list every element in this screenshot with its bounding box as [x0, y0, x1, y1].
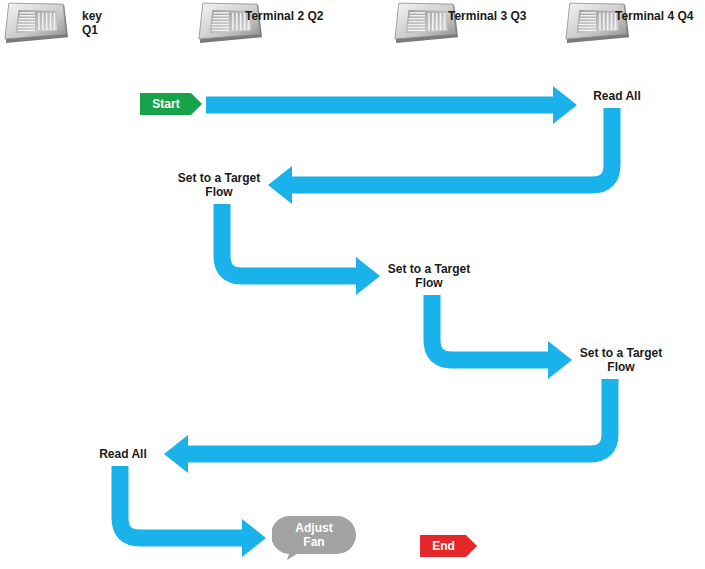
- flow-arrow: [432, 295, 572, 379]
- node-text: Set to a Target Flow: [176, 171, 262, 199]
- node-text: Read All: [582, 89, 652, 103]
- node-outline-path: [140, 93, 202, 115]
- diffuser-icon: [5, 3, 68, 43]
- step-text: Set to a Target Flow: [176, 171, 262, 199]
- node-text: key Q1: [82, 9, 114, 37]
- start-arrow: Start: [140, 93, 202, 115]
- fan-bubble: Adjust Fan: [272, 516, 356, 560]
- terminal-label: Terminal 4 Q4: [615, 9, 697, 23]
- end-arrow: End: [420, 535, 477, 557]
- arrow-head: [268, 166, 292, 204]
- terminal-label: key Q1: [82, 9, 114, 37]
- terminal-label: Terminal 3 Q3: [448, 9, 530, 23]
- flow-arrow-line: [290, 108, 612, 185]
- flow-arrow-line: [186, 379, 610, 454]
- node-outline-path: [420, 535, 477, 557]
- flow-arrow: [268, 108, 612, 204]
- step-text: Read All: [582, 89, 652, 103]
- flow-arrow-line: [120, 466, 244, 538]
- node-text: Adjust Fan: [291, 521, 337, 549]
- node-text: Set to a Target Flow: [578, 346, 664, 374]
- flow-arrow-line: [206, 97, 555, 114]
- flow-arrow: [222, 204, 380, 295]
- step-text: Set to a Target Flow: [386, 262, 472, 290]
- node-text: Terminal 4 Q4: [615, 9, 697, 23]
- flow-arrow: [206, 86, 577, 124]
- node-text: Start: [152, 97, 179, 111]
- flow-arrow: [164, 379, 610, 473]
- arrow-head: [356, 257, 380, 295]
- step-text: Set to a Target Flow: [578, 346, 664, 374]
- arrow-head: [242, 519, 266, 557]
- node-outline-path: [272, 516, 356, 560]
- flow-arrow-line: [432, 295, 550, 360]
- terminal-label: Terminal 2 Q2: [245, 9, 327, 23]
- step-text: Read All: [88, 447, 158, 461]
- arrow-head: [164, 435, 188, 473]
- node-text: Terminal 2 Q2: [245, 9, 327, 23]
- node-text: Set to a Target Flow: [386, 262, 472, 290]
- arrow-head: [553, 86, 577, 124]
- flow-arrow: [120, 466, 266, 557]
- arrow-head: [548, 341, 572, 379]
- node-text: Read All: [88, 447, 158, 461]
- node-text: Terminal 3 Q3: [448, 9, 530, 23]
- node-text: End: [432, 539, 455, 553]
- flow-arrow-line: [222, 204, 358, 276]
